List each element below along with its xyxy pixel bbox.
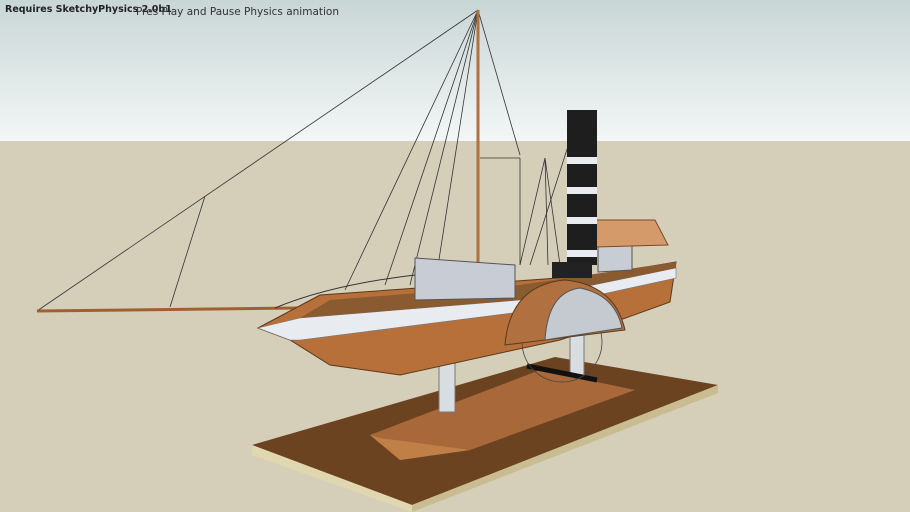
funnel [552,110,597,278]
rigging [36,9,571,312]
instruction-label: Pres Play and Pause Physics animation [136,6,339,18]
paddle-box [504,279,626,383]
sky [0,0,910,141]
requirement-label: Requires SketchyPhysics 2.0b1 [5,4,172,15]
bowsprit [36,306,301,313]
display-base [252,357,718,512]
